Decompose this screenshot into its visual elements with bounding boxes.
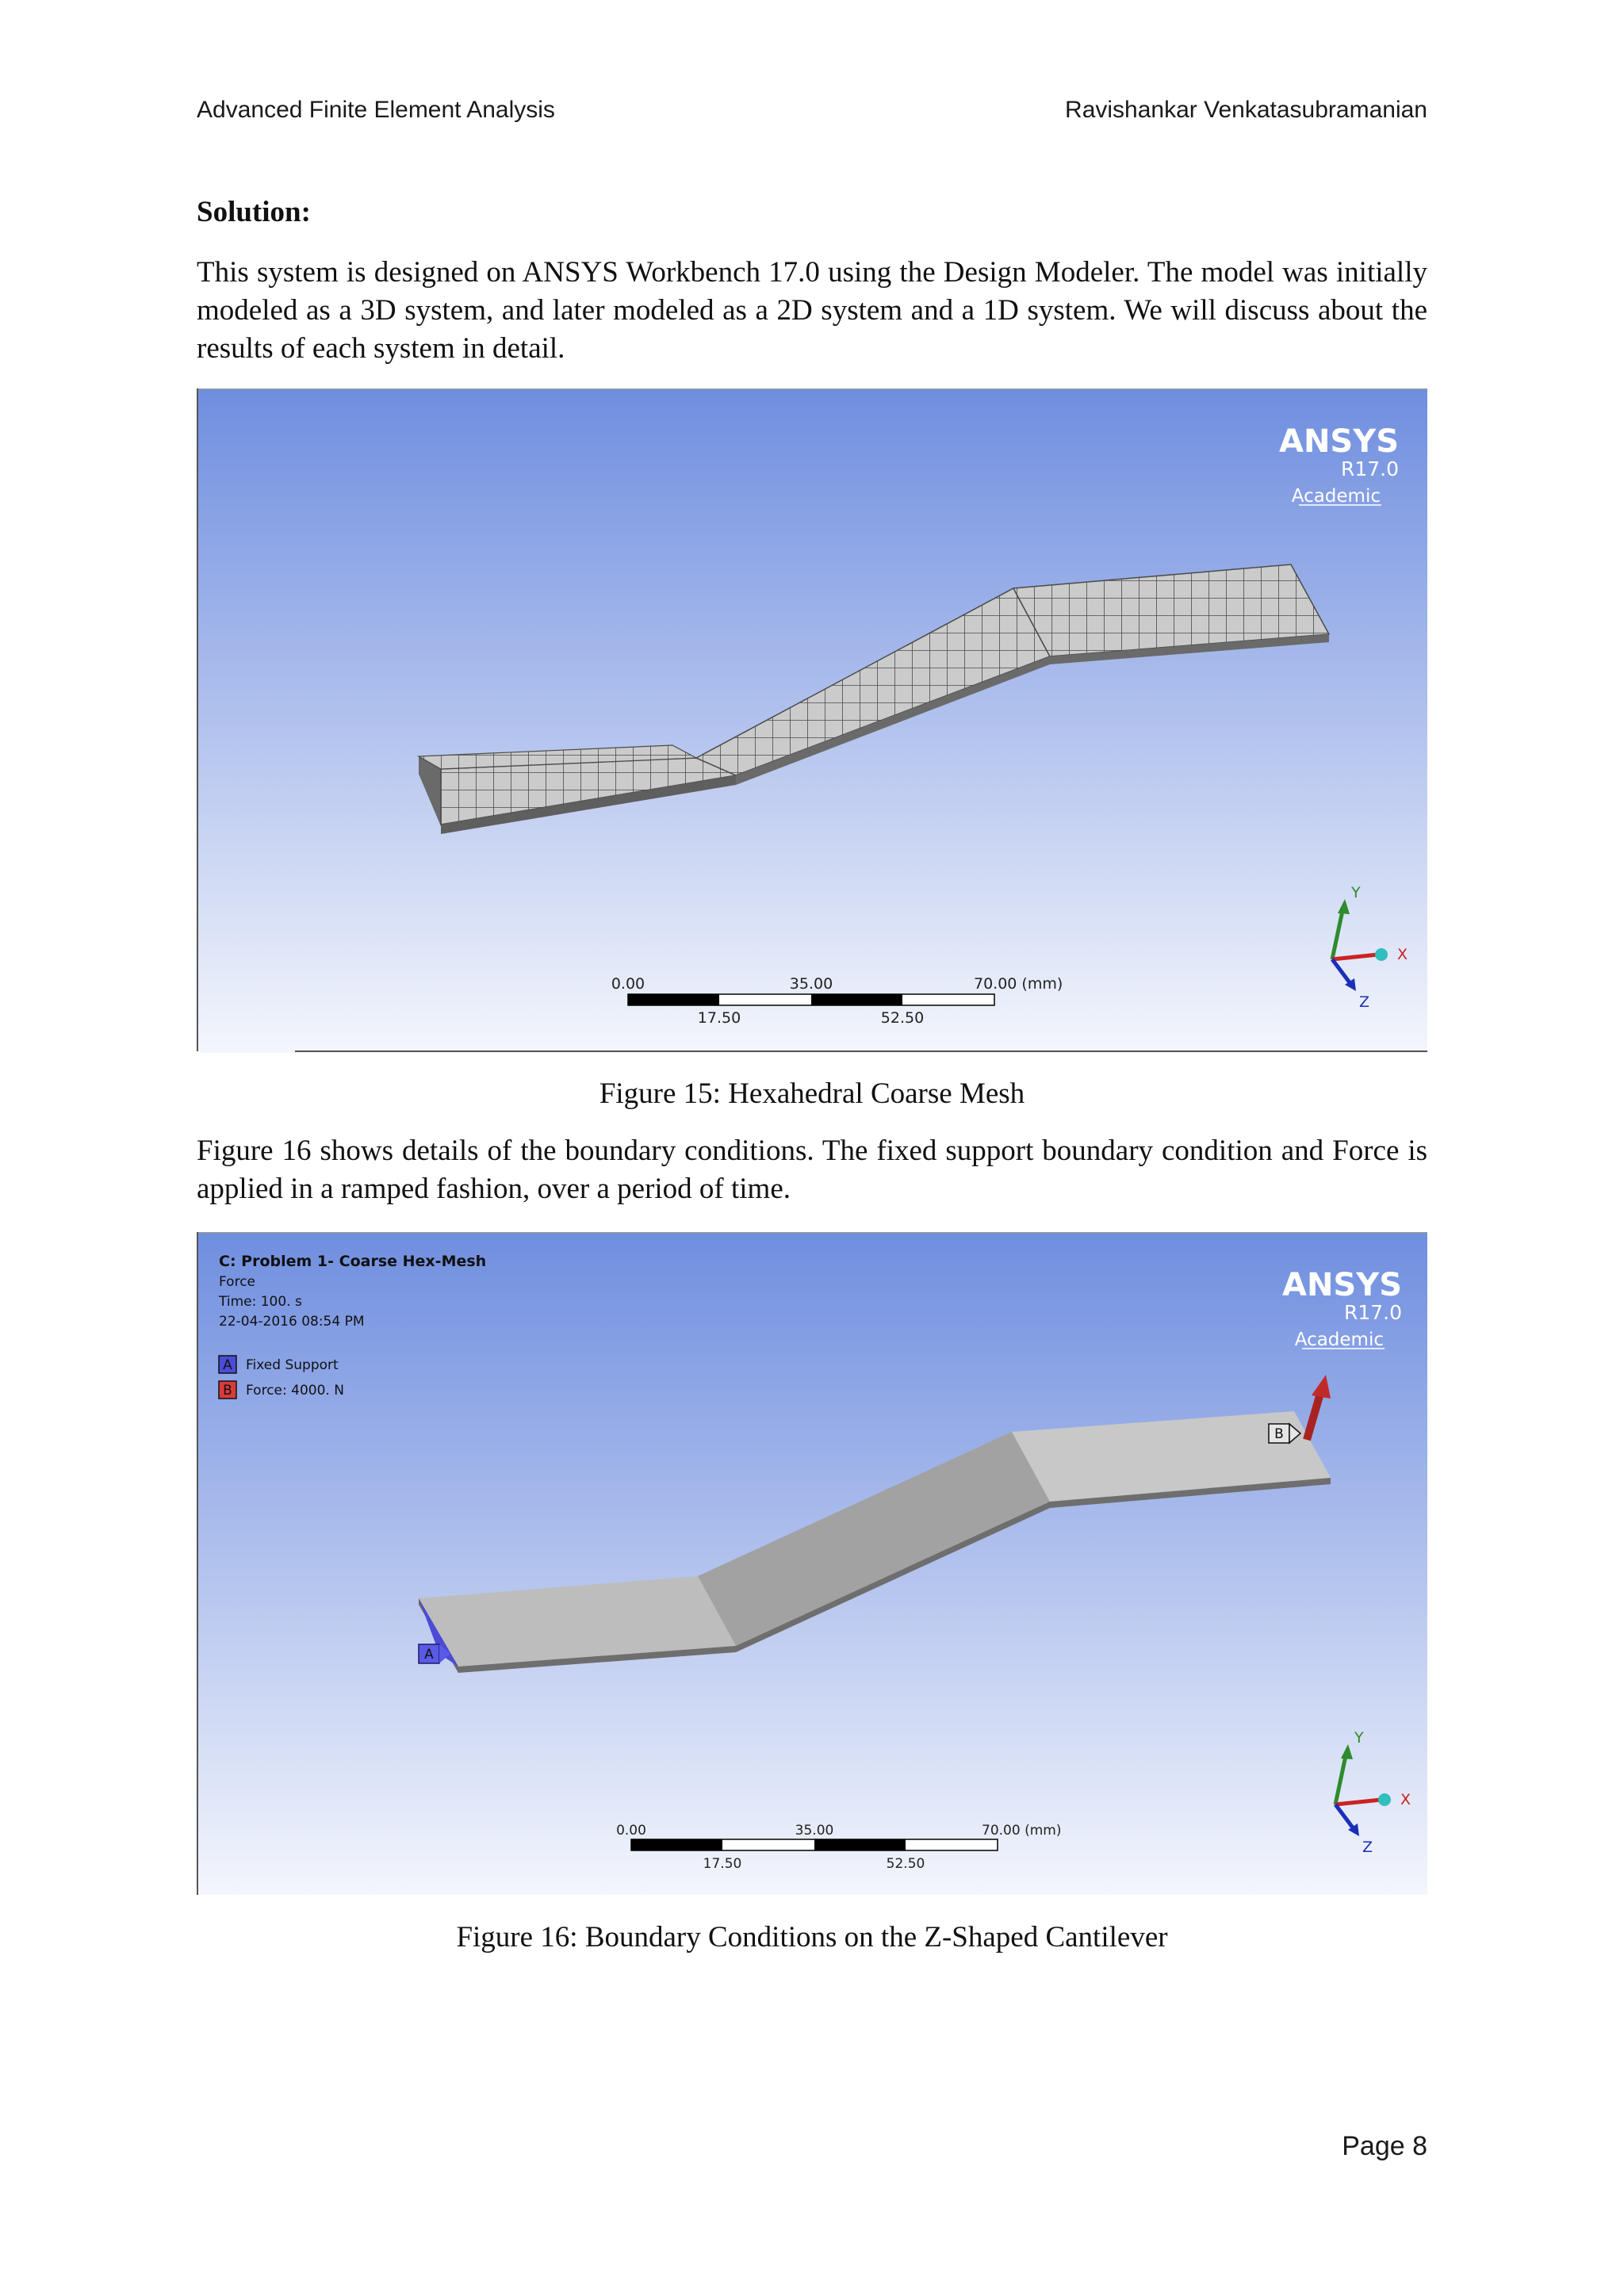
- solution-heading: Solution:: [197, 196, 311, 228]
- axis-x-label: X: [1397, 946, 1408, 963]
- z-shaped-cantilever-model: [419, 1411, 1331, 1673]
- logo-name: ANSYS: [1282, 1267, 1402, 1303]
- boundary-paragraph: Figure 16 shows details of the boundary …: [197, 1135, 1427, 1205]
- scale-label: 0.00: [611, 975, 645, 993]
- ansys-logo: ANSYS R17.0 Academic: [1279, 423, 1399, 507]
- scale-label: 70.00 (mm): [974, 975, 1063, 993]
- logo-version: R17.0: [1344, 1301, 1402, 1324]
- bc-legend: A Fixed Support B Force: 4000. N: [218, 1355, 344, 1399]
- fixed-support-marker: A: [418, 1598, 458, 1667]
- scale-label: 70.00 (mm): [982, 1823, 1061, 1839]
- figure-15-viewport: ANSYS R17.0 Academic 0.00 35.00 70.00 (m: [197, 388, 1427, 1053]
- scale-label: 0.00: [616, 1823, 646, 1839]
- figure-16-caption: Figure 16: Boundary Conditions on the Z-…: [456, 1921, 1168, 1954]
- info-title: C: Problem 1- Coarse Hex-Mesh: [219, 1253, 486, 1270]
- scale-label: 52.50: [887, 1856, 925, 1872]
- page-number: Page 8: [1342, 2131, 1427, 2161]
- axis-triad: Y X Z: [1330, 884, 1408, 1011]
- legend-tag-a: A: [223, 1357, 232, 1373]
- figure-15-caption: Figure 15: Hexahedral Coarse Mesh: [599, 1077, 1025, 1110]
- axis-triad: Y X Z: [1333, 1729, 1411, 1856]
- scale-bar: 0.00 35.00 70.00 (mm) 17.50 52.50: [611, 975, 1063, 1027]
- scale-label: 35.00: [795, 1823, 834, 1839]
- ansys-logo: ANSYS R17.0 Academic: [1282, 1267, 1402, 1350]
- info-date: 22-04-2016 08:54 PM: [219, 1314, 365, 1330]
- logo-version: R17.0: [1341, 457, 1399, 480]
- scale-label: 52.50: [881, 1009, 924, 1027]
- axis-y-label: Y: [1350, 884, 1361, 901]
- info-time: Time: 100. s: [218, 1294, 302, 1310]
- force-marker: B: [1268, 1375, 1331, 1445]
- figure-16-viewport: C: Problem 1- Coarse Hex-Mesh Force Time…: [197, 1232, 1427, 1895]
- force-arrow-head: [1312, 1375, 1331, 1399]
- header-author: Ravishankar Venkatasubramanian: [1065, 97, 1427, 123]
- scale-label: 17.50: [703, 1856, 742, 1872]
- header-title: Advanced Finite Element Analysis: [197, 97, 555, 123]
- axis-y-label: Y: [1354, 1729, 1364, 1747]
- axis-z-label: Z: [1359, 993, 1369, 1011]
- marker-a-label: A: [424, 1647, 434, 1663]
- z-shaped-mesh-model: [416, 564, 1331, 834]
- analysis-info: C: Problem 1- Coarse Hex-Mesh Force Time…: [218, 1253, 486, 1330]
- scale-bar: 0.00 35.00 70.00 (mm) 17.50 52.50: [616, 1823, 1061, 1872]
- logo-edition: Academic: [1295, 1330, 1384, 1350]
- intro-paragraph: This system is designed on ANSYS Workben…: [197, 256, 1427, 365]
- mesh-render: ANSYS R17.0 Academic 0.00 35.00 70.00 (m: [197, 388, 1427, 1053]
- legend-label-fixed-support: Fixed Support: [246, 1357, 339, 1373]
- scale-label: 35.00: [790, 975, 833, 993]
- force-arrow-shaft: [1303, 1389, 1325, 1441]
- axis-x-label: X: [1400, 1791, 1411, 1808]
- boundary-render: C: Problem 1- Coarse Hex-Mesh Force Time…: [197, 1232, 1427, 1895]
- info-type: Force: [219, 1274, 255, 1290]
- axis-z-label: Z: [1362, 1839, 1373, 1856]
- legend-tag-b: B: [223, 1383, 232, 1399]
- scale-label: 17.50: [698, 1009, 741, 1027]
- marker-b-label: B: [1274, 1426, 1284, 1442]
- legend-label-force: Force: 4000. N: [246, 1383, 344, 1399]
- logo-edition: Academic: [1292, 486, 1381, 507]
- logo-name: ANSYS: [1279, 423, 1399, 460]
